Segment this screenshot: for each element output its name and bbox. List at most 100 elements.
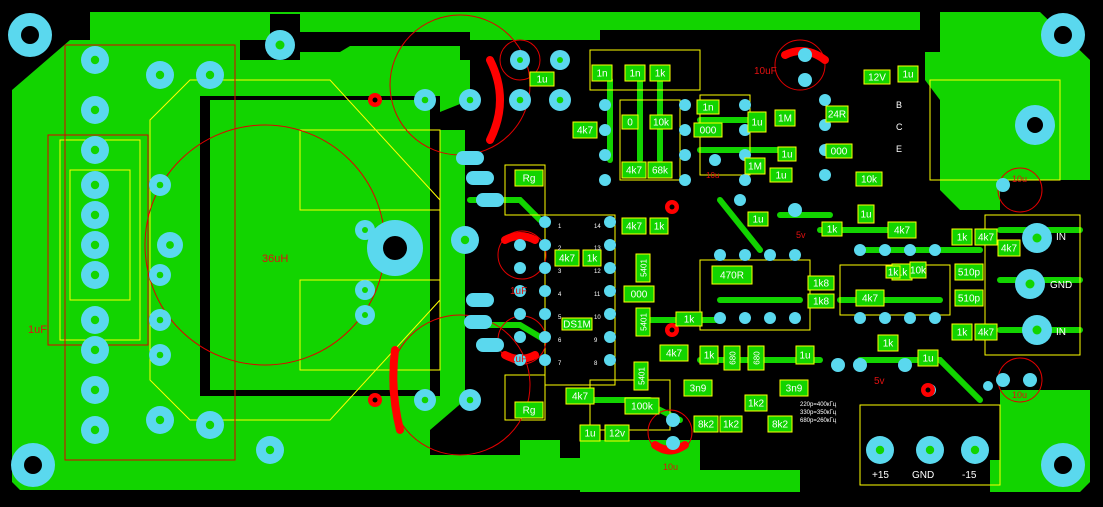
component-r-12v-b: 12v [604,424,630,442]
component-r-1u-f: 1u [747,211,769,227]
via-hole [372,97,378,103]
pad-hole [517,57,523,63]
component-label: 1M [778,114,792,125]
pad-hole [155,415,165,425]
component-r-680-a: 680 [723,345,741,371]
component-r-510p-b: 510p [954,289,984,307]
component-body [693,122,723,138]
conn-gnd-label: GND [1050,280,1072,291]
pad-icon [788,203,802,217]
component-body [514,401,544,419]
component-r-5401-b: 5401 [635,307,651,337]
component-body [795,345,815,365]
component-label: 1k [684,315,696,326]
pad-hole [205,70,215,80]
svg-text:14: 14 [594,224,601,230]
component-r-3n9-a: 3n9 [683,379,713,397]
component-label: 1u [584,429,595,440]
component-r-680-b: 680 [747,345,765,371]
pad-hole [557,57,563,63]
pad-hole [362,227,368,233]
pad-icon [599,124,611,136]
pad-hole [90,385,100,395]
component-label: 510p [958,268,981,279]
component-r-1u-g: 1u [579,424,601,442]
component-label: 8k2 [698,420,715,431]
component-body [723,345,741,371]
pad-hole [556,96,564,104]
svg-text:10: 10 [594,315,601,321]
component-body [683,379,713,397]
component-body [675,311,703,327]
pad-hole [362,287,368,293]
pad-hole [421,396,429,404]
component-label: DS1M [563,320,591,331]
pad-icon [764,312,776,324]
component-body [647,161,673,179]
component-r-24R: 24R [825,105,849,123]
pad-hole [155,70,165,80]
component-body [529,71,555,87]
component-label: 1k [883,339,895,350]
component-body [633,361,649,391]
component-body [774,109,796,127]
pad-hole [421,96,429,104]
pad-icon [996,373,1010,387]
pad-icon [604,308,616,320]
pad-icon [679,149,691,161]
component-label: Rg [523,406,536,417]
pad-icon [996,178,1010,192]
component-body [565,387,595,405]
pad-icon [789,249,801,261]
component-r-1u-j: 1u [917,349,939,367]
pad-icon [599,174,611,186]
pads [81,30,1052,464]
component-body [974,228,998,246]
ic-pin-numbers: 14 13 12 11 10 9 8 1 2 3 4 5 6 7 [558,224,601,367]
component-body [825,143,853,159]
component-label: 1k [827,225,839,236]
note-line3: 680p=260кГц [800,418,837,424]
component-label: 1k [897,268,909,279]
pad-icon [539,262,551,274]
component-r-4k7-k: 4k7 [974,323,998,341]
svg-text:8: 8 [594,361,598,367]
component-r-100k: 100k [624,397,660,415]
via-hole [925,387,931,393]
conn-b-label: B [896,100,902,110]
component-label: 1k [654,222,666,233]
pad-icon [983,381,993,391]
component-r-1M-b: 1M [744,157,766,175]
pad-icon [599,99,611,111]
conn-c-label: C [896,122,903,132]
component-body [699,345,719,365]
component-body [696,99,720,115]
silkscreen-outlines [59,49,1081,486]
component-body [635,307,651,337]
component-label: 1k8 [813,297,830,308]
pad-icon [604,354,616,366]
component-label: 4k7 [978,328,995,339]
component-body [514,169,544,187]
pad-icon [464,315,492,329]
component-r-000-c: 000 [623,285,655,303]
component-r-4k7-h: 4k7 [855,289,885,307]
pad-hole [156,316,164,324]
component-label: 1u [775,171,786,182]
component-label: 000 [631,290,648,301]
pad-hole [1025,279,1035,289]
component-label: 1n [629,69,640,80]
svg-text:11: 11 [594,292,601,298]
pad-hole [516,96,524,104]
pad-icon [831,358,845,372]
component-body [711,265,753,285]
pwr-minus15-label: -15 [962,470,977,481]
pad-icon [904,244,916,256]
pad-icon [739,174,751,186]
component-body [624,397,660,415]
pad-icon [714,312,726,324]
pad-hole [156,351,164,359]
component-body [779,379,809,397]
component-r-4k7-a: 4k7 [572,121,598,139]
